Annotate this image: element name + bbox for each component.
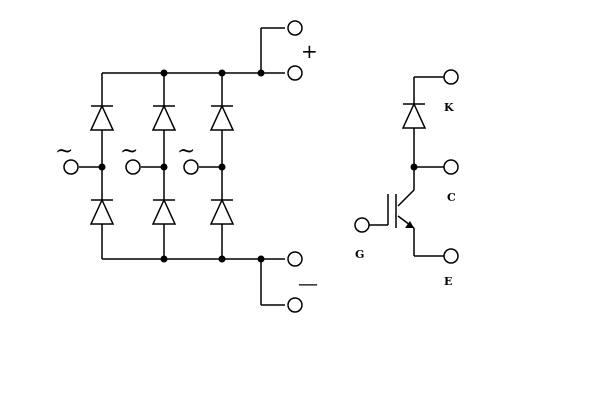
diode-lower-3: [210, 199, 234, 225]
emitter-arrow-icon: [405, 221, 414, 228]
bridge-rectifier: [79, 27, 285, 306]
junction-dots: [98, 69, 265, 263]
pin-label-k: K: [444, 101, 454, 114]
terminal-e: [443, 248, 459, 264]
terminal-ac-1: [63, 159, 79, 175]
diode-upper-1: [90, 105, 114, 131]
pin-label-e: E: [444, 275, 452, 288]
chopper-wiring: [369, 76, 444, 257]
pin-label-g: G: [355, 248, 364, 261]
terminal-plus-1: [287, 20, 303, 36]
negative-label: —: [298, 271, 318, 295]
terminal-k: [443, 69, 459, 85]
terminal-ac-2: [125, 159, 141, 175]
diode-lower-2: [152, 199, 176, 225]
pin-label-c: C: [447, 191, 456, 204]
ac-label-2: ~: [120, 139, 138, 164]
terminal-c: [443, 159, 459, 175]
junction-c: [410, 163, 418, 171]
terminal-ac-3: [183, 159, 199, 175]
diode-upper-3: [210, 105, 234, 131]
terminal-minus-1: [287, 251, 303, 267]
terminal-minus-2: [287, 297, 303, 313]
positive-label: +: [301, 39, 318, 63]
ac-label-3: ~: [177, 139, 195, 164]
chopper-diode: [402, 103, 426, 129]
terminal-plus-2: [287, 65, 303, 81]
ac-label-1: ~: [55, 139, 73, 164]
diode-lower-1: [90, 199, 114, 225]
terminal-g: [354, 217, 370, 233]
diode-upper-2: [152, 105, 176, 131]
